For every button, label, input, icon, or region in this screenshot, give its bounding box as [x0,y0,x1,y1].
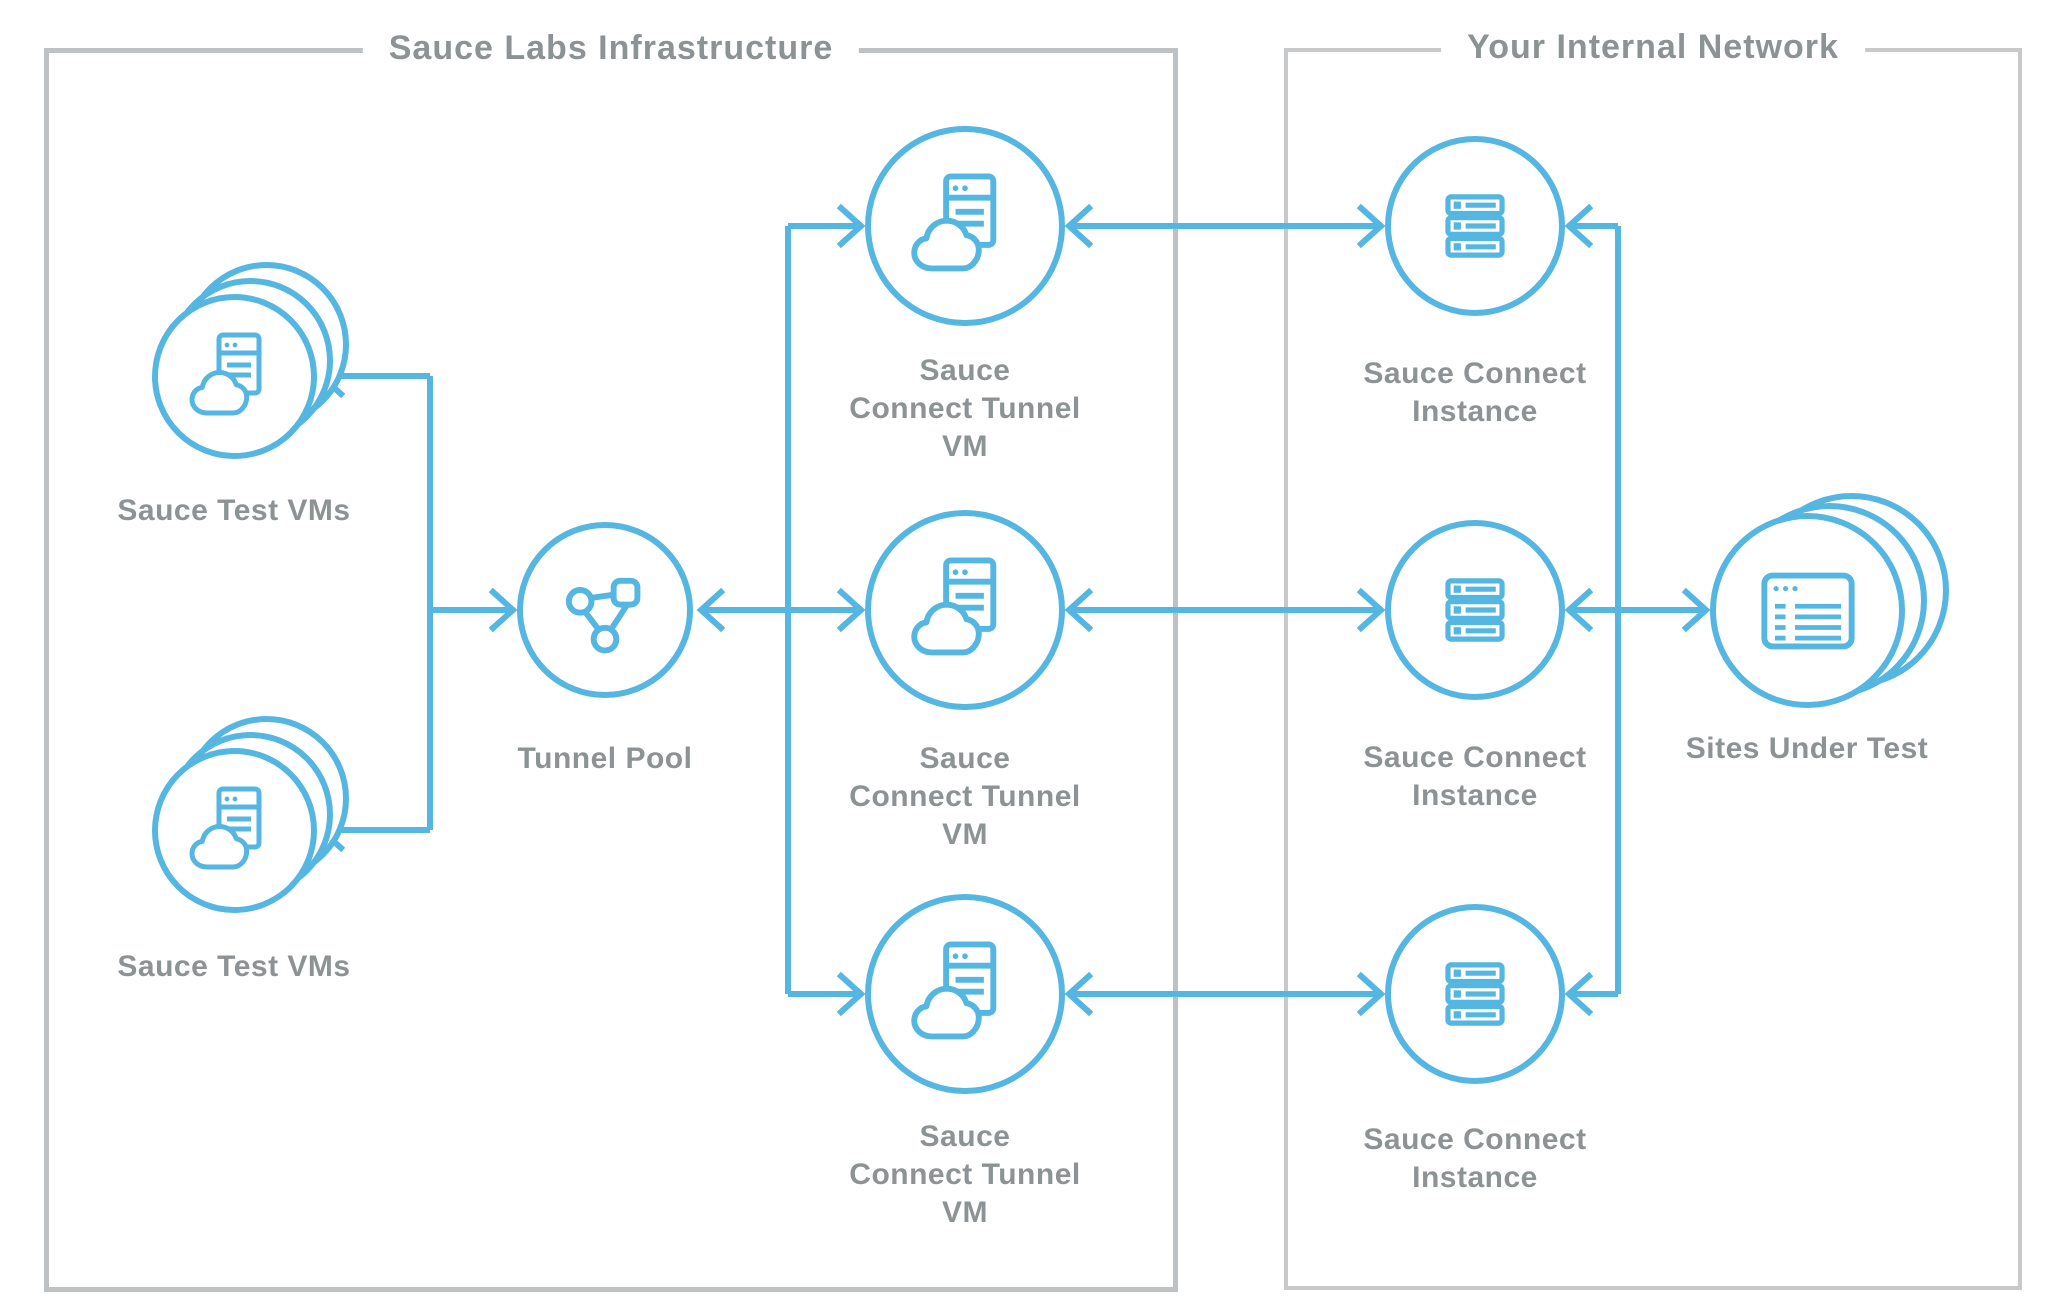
network-nodes-icon [565,577,641,654]
label-sauce-test-vms-bottom: Sauce Test VMs [117,950,351,983]
label-tunnel-vm-bottom: Sauce Connect Tunnel VM [849,1120,1081,1229]
node-sauce-test-vms-bottom [152,748,317,913]
label-sites-under-test: Sites Under Test [1685,732,1929,765]
server-rack-icon [1445,962,1505,1026]
label-tunnel-pool: Tunnel Pool [517,742,693,775]
node-tunnel-vm-top [865,126,1065,326]
label-sc-instance-middle: Sauce Connect Instance [1363,741,1587,812]
node-sauce-test-vms-top [152,294,317,459]
node-sc-instance-top [1385,136,1565,316]
node-tunnel-vm-middle [865,510,1065,710]
cloud-server-icon [189,332,261,415]
label-sc-instance-bottom: Sauce Connect Instance [1363,1123,1587,1194]
server-rack-icon [1445,578,1505,642]
cloud-server-icon [911,173,997,272]
cloud-server-icon [911,941,997,1040]
server-rack-icon [1445,194,1505,258]
label-tunnel-vm-top: Sauce Connect Tunnel VM [849,354,1081,463]
node-sc-instance-bottom [1385,904,1565,1084]
cloud-server-icon [189,786,261,869]
node-tunnel-vm-bottom [865,894,1065,1094]
label-tunnel-vm-middle: Sauce Connect Tunnel VM [849,742,1081,851]
label-sc-instance-top: Sauce Connect Instance [1363,357,1587,428]
label-sauce-test-vms-top: Sauce Test VMs [117,494,351,527]
zone-title-left: Sauce Labs Infrastructure [362,29,860,68]
cloud-server-icon [911,557,997,656]
node-sites-under-test [1710,513,1905,708]
node-sc-instance-middle [1385,520,1565,700]
zone-title-right: Your Internal Network [1441,28,1865,67]
browser-window-icon [1760,572,1855,649]
node-tunnel-pool [517,522,693,698]
